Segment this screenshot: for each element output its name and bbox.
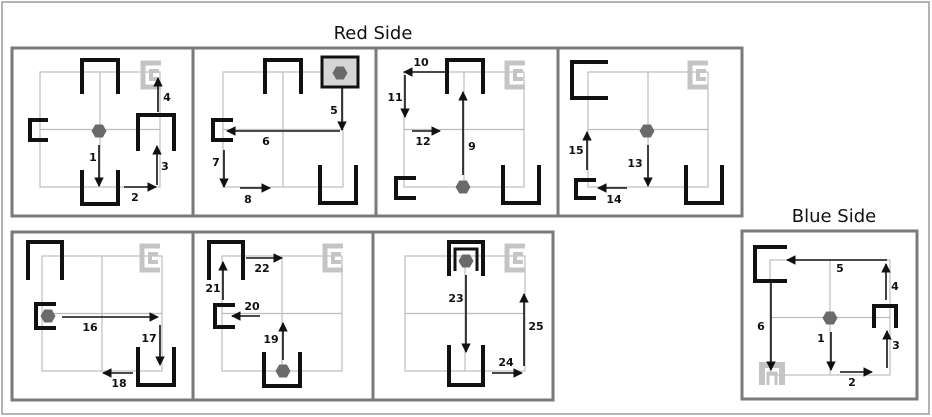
p1-bracket-top [80, 58, 120, 94]
p4-bracket-left-top [570, 60, 608, 100]
p6-bracket-bottom [262, 352, 302, 388]
p3-label-10: 10 [413, 56, 429, 69]
p2-label-8: 8 [244, 193, 252, 206]
p5-label-16: 16 [82, 321, 98, 334]
p2-label-5: 5 [330, 104, 338, 117]
blue-label-4: 4 [891, 280, 899, 293]
p2-label-7: 7 [212, 156, 220, 169]
p3-label-12: 12 [415, 135, 430, 148]
p7-bracket-bottom [447, 345, 485, 387]
p3-marker [455, 180, 471, 194]
p5-bracket-bottom [136, 347, 176, 387]
p1-label-3: 3 [161, 160, 169, 173]
p3-bracket-bottom [501, 165, 541, 205]
p1-label-2: 2 [131, 191, 139, 204]
p6-goal-gray-inner [331, 252, 341, 264]
blue-bracket-right [872, 304, 898, 328]
p5-bracket-left [34, 302, 56, 330]
p4-label-13: 13 [627, 157, 642, 170]
p6-bracket-left [213, 303, 235, 329]
red-row-1 [10, 46, 744, 218]
p7-bracket-top-outer [447, 240, 485, 276]
p5-marker [40, 309, 56, 323]
p7-goal-gray-outer [504, 243, 525, 273]
p2-label-6: 6 [262, 135, 270, 148]
blue-label-1: 1 [817, 332, 825, 345]
p5-label-17: 17 [141, 332, 156, 345]
p6-marker [275, 364, 291, 378]
blue-marker [822, 311, 838, 325]
p4-label-14: 14 [606, 193, 622, 206]
p1-goal-gray-outer [140, 60, 161, 90]
p2-marker [332, 66, 348, 80]
p7-label-24: 24 [498, 356, 514, 369]
p3-label-11: 11 [387, 91, 402, 104]
p5-goal-gray-outer [139, 243, 160, 273]
p1-label-1: 1 [89, 151, 97, 164]
p3-goal-gray-inner [513, 69, 523, 81]
p7-label-25: 25 [528, 320, 543, 333]
p7-bracket-top-inner [453, 247, 479, 271]
p5-label-18: 18 [111, 377, 126, 390]
p4-goal-gray-inner [696, 69, 706, 81]
p3-goal-gray-outer [504, 60, 525, 90]
blue-bracket-top-left [753, 245, 787, 283]
p3-label-9: 9 [468, 140, 476, 153]
blue-start-gray-inner [766, 371, 778, 385]
blue-label-2: 2 [848, 376, 856, 389]
p7-marker [458, 254, 474, 268]
p1-marker [91, 124, 107, 138]
p6-label-22: 22 [254, 262, 269, 275]
p6-bracket-top [207, 240, 245, 280]
p4-goal-gray-outer [687, 60, 708, 90]
blue-side-title: Blue Side [792, 206, 876, 227]
red-side-title: Red Side [334, 23, 413, 44]
diagram-content: 1234567891011121314151617181920212223242… [26, 55, 900, 390]
p7-goal-gray-inner [513, 252, 523, 264]
p5-goal-gray-inner [148, 252, 158, 264]
p1-bracket-right [136, 113, 176, 151]
red-row-2 [10, 230, 555, 402]
p3-bracket-top [445, 58, 485, 94]
p6-label-19: 19 [263, 333, 278, 346]
p6-label-21: 21 [205, 282, 220, 295]
blue-label-3: 3 [892, 339, 900, 352]
p6-label-20: 20 [244, 300, 260, 313]
p2-bracket-left [211, 118, 233, 142]
p1-bracket-bottom [80, 170, 120, 206]
p6-goal-gray-outer [322, 243, 343, 273]
p1-bracket-left [28, 118, 48, 142]
p2-bracket-bottom [318, 165, 358, 205]
blue-label-6: 6 [757, 320, 765, 333]
p4-bracket-left [574, 178, 596, 200]
p5-bracket-top [26, 240, 64, 280]
blue-label-5: 5 [836, 262, 844, 275]
p7-label-23: 23 [448, 292, 463, 305]
p4-bracket-bottom [684, 165, 724, 205]
p2-bracket-top [263, 58, 303, 94]
p3-bracket-left [394, 176, 416, 200]
p4-label-15: 15 [568, 144, 583, 157]
p4-marker [639, 124, 655, 138]
p1-label-4: 4 [163, 91, 171, 104]
p1-goal-gray-inner [149, 69, 159, 81]
blue-panel [740, 229, 919, 401]
